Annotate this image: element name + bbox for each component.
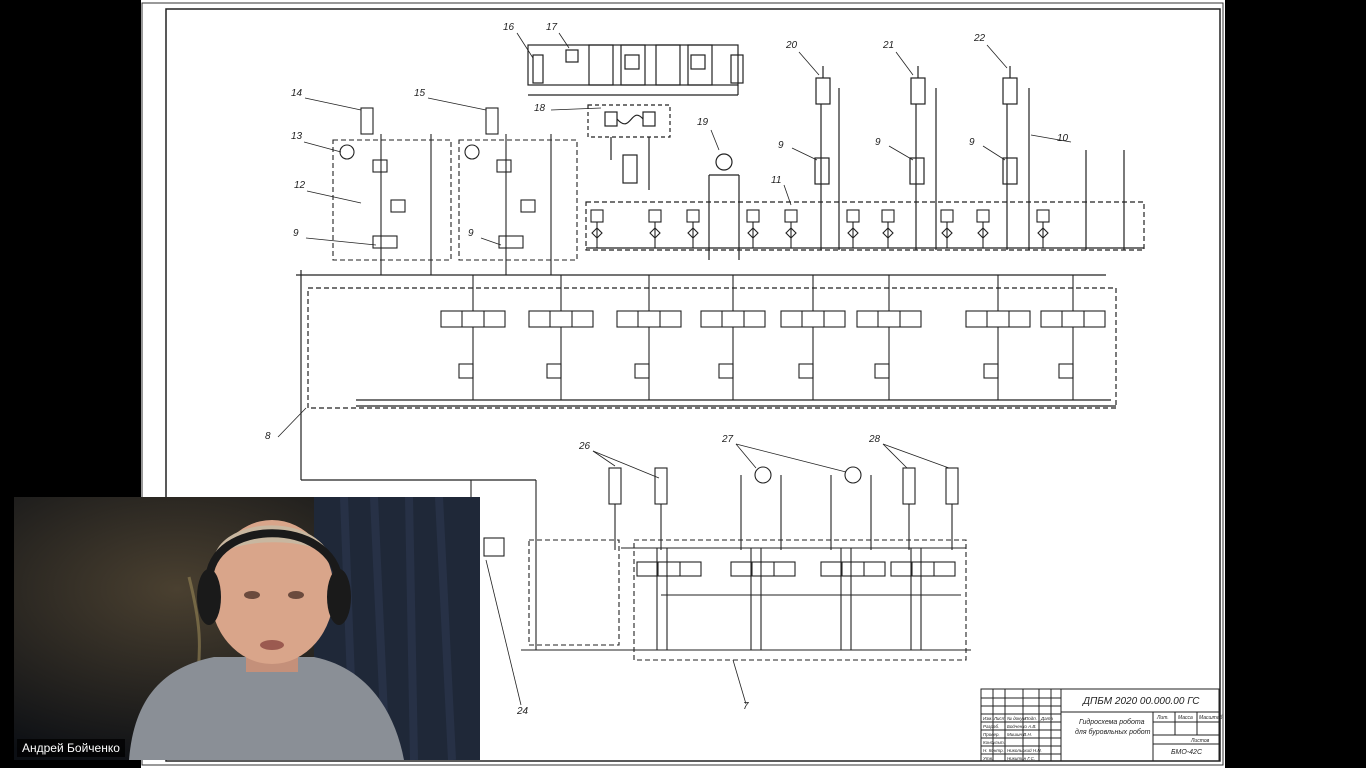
callout: 24 — [516, 706, 529, 717]
participant-video-frame — [14, 497, 480, 760]
drawing-name-1: Гидросхема робота — [1079, 718, 1145, 726]
distributor-valve — [700, 275, 766, 400]
relief-valve — [940, 209, 954, 248]
drawing-name-2: для буровльных робот — [1075, 728, 1151, 736]
distributor-valve — [616, 275, 682, 400]
callout: 20 — [785, 40, 798, 51]
callout: 13 — [291, 131, 303, 142]
distributor-valve — [440, 275, 506, 400]
relief-valve — [746, 209, 760, 248]
lower-distributors — [636, 548, 956, 650]
distributor-row — [440, 275, 1106, 400]
lower-distributor-valve — [820, 548, 886, 650]
lower-distributor-valve — [730, 548, 796, 650]
stamp-row: Бойченко А.В. — [1007, 723, 1037, 729]
distributor-valve — [856, 275, 922, 400]
relief-valve — [648, 209, 662, 248]
main-lines — [296, 201, 1145, 481]
control-valve-row — [590, 209, 1050, 248]
lower-distributor-valve — [890, 548, 956, 650]
leader-lines — [277, 32, 1072, 706]
lower-section — [411, 466, 971, 661]
outer-frame — [141, 2, 1224, 766]
valve-18 — [587, 104, 671, 190]
relief-valve — [846, 209, 860, 248]
drawing-org: БМО-42С — [1171, 749, 1203, 756]
callout: 14 — [291, 88, 303, 99]
hydraulic-schematic: 16 17 18 19 20 21 22 14 15 13 12 9 9 9 9… — [141, 2, 1224, 766]
stamp-row: № докум. — [1007, 716, 1027, 721]
cylinder-row-16-17 — [527, 44, 744, 96]
callout: 18 — [534, 103, 546, 114]
participant-video-tile[interactable]: Андрей Бойченко — [14, 497, 480, 760]
distributor-valve — [1040, 275, 1106, 400]
callout: 22 — [973, 33, 986, 44]
relief-valve — [1036, 209, 1050, 248]
callout: 17 — [546, 22, 558, 33]
distributor-valve — [965, 275, 1031, 400]
callout: 8 — [265, 431, 271, 442]
stamp-row: Разраб. — [983, 724, 999, 729]
pump-groups-13-15 — [332, 107, 578, 275]
callout: 26 — [578, 441, 591, 452]
stamp-row: Никитин Г.С. — [1007, 756, 1035, 761]
callouts: 16 17 18 19 20 21 22 14 15 13 12 9 9 9 9… — [265, 22, 1069, 717]
callout: 16 — [503, 22, 515, 33]
stamp-row: Дата — [1040, 716, 1053, 721]
title-block-text: ДПБМ 2020 00.000.00 ГС Гидросхема робота… — [983, 696, 1223, 761]
callout: 28 — [868, 434, 881, 445]
relief-valve — [881, 209, 895, 248]
callout: 9 — [468, 228, 474, 239]
callout: 9 — [969, 137, 975, 148]
callout: 27 — [721, 434, 734, 445]
relief-valve — [686, 209, 700, 248]
distributor-valve — [780, 275, 846, 400]
callout: 21 — [882, 40, 894, 51]
callout: 12 — [294, 180, 306, 191]
stamp-scale: Масштаб — [1199, 715, 1223, 721]
callout: 9 — [778, 140, 784, 151]
callout: 19 — [697, 117, 709, 128]
relief-valve — [784, 209, 798, 248]
stamp-lit: Лит. — [1156, 715, 1169, 721]
stamp-row: Провер. — [983, 732, 1000, 737]
callout: 15 — [414, 88, 426, 99]
callout: 9 — [293, 228, 299, 239]
relief-valve — [590, 209, 604, 248]
stamp-row: Изм. Лист — [983, 716, 1006, 721]
stamp-sheets: Листов — [1190, 738, 1210, 744]
stamp-mass: Масса — [1178, 715, 1193, 721]
participant-name-tag: Андрей Бойченко — [17, 739, 125, 757]
stamp-row: Мишин В.Н. — [1007, 732, 1032, 737]
callout: 7 — [743, 701, 749, 712]
relief-valve — [976, 209, 990, 248]
inner-frame — [165, 8, 1221, 762]
lower-distributor-valve — [636, 548, 702, 650]
drawing-code: ДПБМ 2020 00.000.00 ГС — [1082, 696, 1200, 707]
stamp-row: Утв. — [983, 756, 993, 761]
title-block — [980, 688, 1220, 762]
distributor-valve — [528, 275, 594, 400]
cylinders-20-22 — [814, 66, 1125, 250]
callout: 10 — [1057, 133, 1069, 144]
stamp-row: Подп. — [1025, 716, 1037, 721]
callout: 9 — [875, 137, 881, 148]
stamp-row: Н. Контр. — [983, 748, 1004, 753]
callout: 11 — [771, 175, 781, 186]
motor-19 — [708, 153, 740, 260]
stamp-row: Никольский Н.Н. — [1007, 747, 1042, 753]
stamp-row: Консульт. — [983, 740, 1005, 745]
